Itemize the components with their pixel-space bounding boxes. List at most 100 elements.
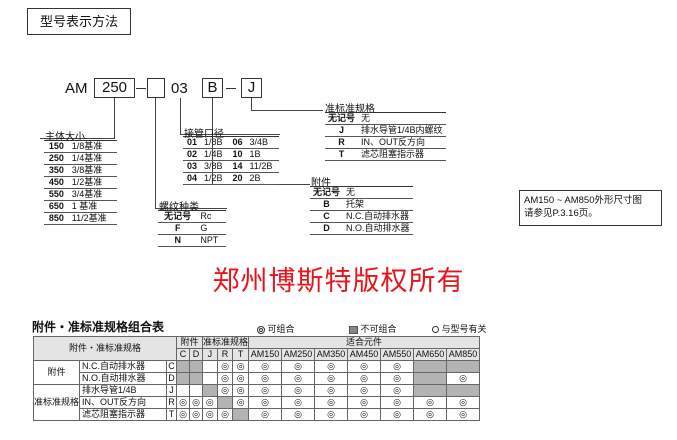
accessory-code: 无记号 <box>313 187 341 197</box>
body-size-code: 850 <box>48 213 64 223</box>
combo-cell: ◎ <box>216 408 234 421</box>
combo-cell: ◎ <box>232 396 250 409</box>
combo-row-name: N.O.自动排水器 <box>79 372 168 385</box>
thread-value: NPT <box>200 235 219 245</box>
combo-cell <box>176 360 191 373</box>
connector-option-h <box>251 110 323 111</box>
model-option-box: J <box>241 78 262 98</box>
thread-value: G <box>200 223 208 233</box>
combo-code-header: R <box>216 348 234 361</box>
body-size-code: 350 <box>48 165 64 175</box>
std-option-code: R <box>338 137 345 147</box>
thread-value: Rc <box>200 211 212 221</box>
model-bracket-box: B <box>202 78 223 98</box>
combo-row-name: 排水导管1/4B <box>79 384 168 397</box>
body-size-code: 250 <box>48 153 64 163</box>
combo-cell <box>189 384 204 397</box>
combo-cell: ◎ <box>380 372 415 385</box>
combo-head-std: 准标准规格 <box>202 336 250 349</box>
combo-group-acc: 附件 <box>32 360 81 385</box>
port-size-value: 3/8B <box>204 161 223 171</box>
body-size-code: 150 <box>48 141 64 151</box>
accessory-row: 无记号无 <box>310 186 413 199</box>
label-port-size: 接管口径 <box>184 129 224 140</box>
combo-cell: ◎ <box>314 360 349 373</box>
accessory-value: N.O.自动排水器 <box>346 223 410 233</box>
combo-row-code: J <box>166 384 178 397</box>
port-size-code: 14 <box>232 161 243 171</box>
legend-related: 与型号有关 <box>432 322 487 335</box>
accessory-value: 无 <box>346 187 356 197</box>
combo-head-models: 适合元件 <box>248 336 481 349</box>
connector-thread-h <box>155 208 227 209</box>
std-option-code: 无记号 <box>328 113 356 123</box>
combo-head-acc: 附件 <box>176 336 204 349</box>
combo-cell: ◎ <box>380 384 415 397</box>
std-option-value: 无 <box>361 113 371 123</box>
combo-cell: ◎ <box>380 360 415 373</box>
combo-cell: ◎ <box>446 372 481 385</box>
combo-cell: ◎ <box>281 396 316 409</box>
combo-code-header: J <box>202 348 218 361</box>
port-size-value: 3/4B <box>249 137 269 147</box>
model-prefix: AM <box>65 80 88 97</box>
combo-cell: ◎ <box>189 396 204 409</box>
combo-cell <box>413 360 448 373</box>
body-size-value: 1/8基准 <box>71 141 103 151</box>
combo-cell: ◎ <box>189 408 204 421</box>
page-title: 型号表示方法 <box>27 8 131 35</box>
combo-cell: ◎ <box>281 384 316 397</box>
combo-cell <box>446 360 481 373</box>
model-sep-2 <box>226 88 236 89</box>
combo-cell <box>189 360 204 373</box>
combo-cell <box>202 372 218 385</box>
connector-size-h <box>40 138 115 139</box>
legend-related-label: 与型号有关 <box>441 324 487 334</box>
body-size-value: 1 基准 <box>71 201 98 211</box>
combo-code-header: D <box>189 348 204 361</box>
combo-row-name: IN、OUT反方向 <box>79 396 168 409</box>
combo-cell: ◎ <box>281 372 316 385</box>
combo-group-std: 准标准规格 <box>32 384 81 421</box>
combo-cell: ◎ <box>216 384 234 397</box>
combo-cell: ◎ <box>232 384 250 397</box>
accessory-value: N.C.自动排水器 <box>346 211 410 221</box>
combo-cell <box>176 372 191 385</box>
combo-cell: ◎ <box>248 360 283 373</box>
legend-impossible: 不可组合 <box>349 322 397 335</box>
combo-cell <box>176 384 191 397</box>
combo-cell: ◎ <box>413 396 448 409</box>
legend-impossible-label: 不可组合 <box>360 324 397 334</box>
port-size-value: 1/4B <box>204 149 223 159</box>
combo-cell: ◎ <box>248 396 283 409</box>
accessory-code: D <box>323 223 330 233</box>
port-size-code: 20 <box>232 173 243 183</box>
combo-cell: ◎ <box>446 408 481 421</box>
combo-row-name: N.C.自动排水器 <box>79 360 168 373</box>
connector-thread <box>155 98 156 208</box>
combo-cell: ◎ <box>347 408 382 421</box>
note-box: AM150 ~ AM850外形尺寸图 请参见P.3.16页。 <box>519 190 662 226</box>
body-size-value: 11/2基准 <box>71 213 107 223</box>
std-option-row: 无记号无 <box>325 112 446 125</box>
label-thread: 螺纹种类 <box>159 202 199 213</box>
combo-cell: ◎ <box>248 384 283 397</box>
connector-port-h <box>180 134 280 135</box>
connector-port <box>180 98 181 134</box>
body-size-row: 850 11/2基准 <box>44 213 117 225</box>
